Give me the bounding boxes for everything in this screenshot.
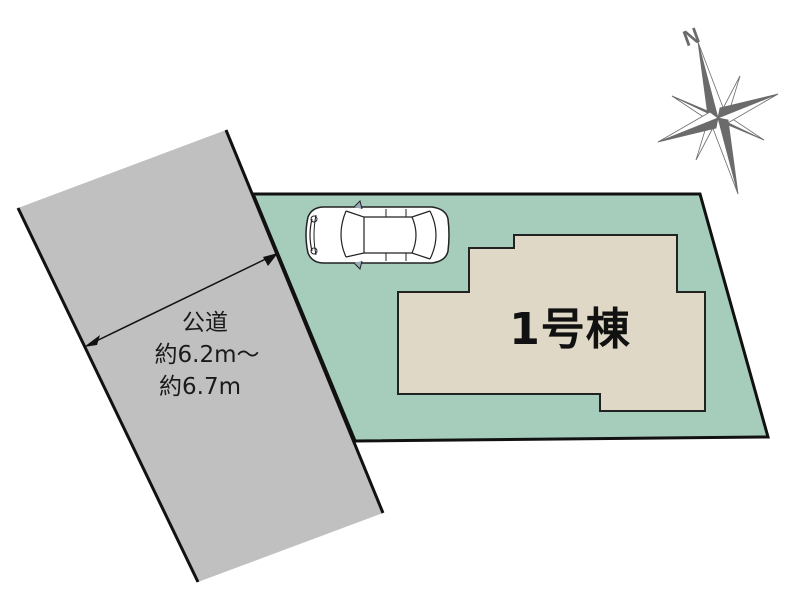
building-1	[397, 234, 706, 412]
car-top-view-icon	[305, 200, 450, 270]
road-name: 公道	[182, 310, 228, 336]
road-width-max: 約6.7m	[159, 374, 241, 400]
compass-north-label: N	[680, 22, 703, 51]
building-label: 1号棟	[509, 304, 631, 355]
compass-rose-icon	[657, 41, 779, 195]
road-width-min: 約6.2m～	[154, 342, 260, 368]
road-width-dimension-arrow	[84, 253, 278, 347]
